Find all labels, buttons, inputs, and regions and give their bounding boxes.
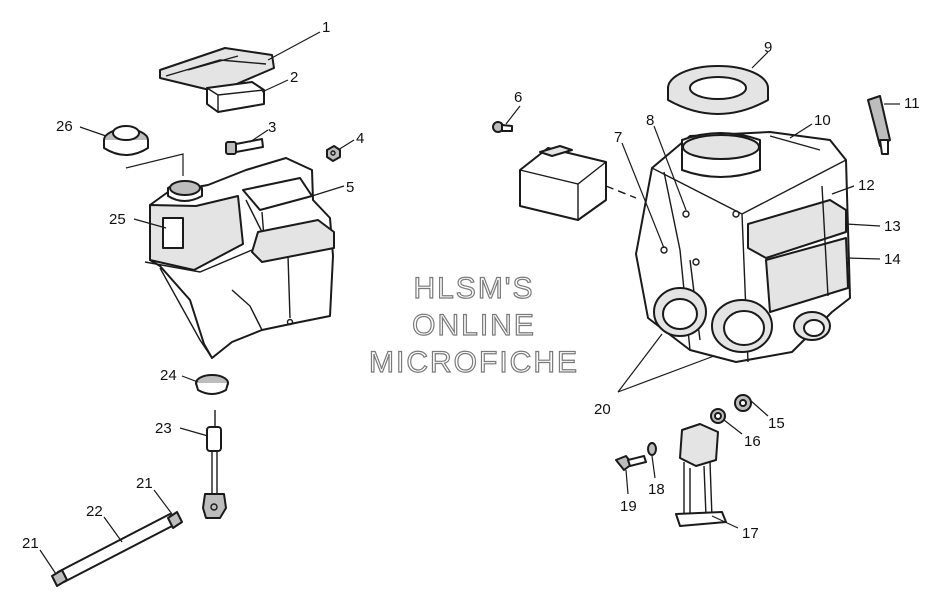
callout-17: 17 — [742, 525, 759, 542]
callout-6: 6 — [514, 89, 522, 106]
part-16-washer — [710, 408, 743, 435]
module-box — [519, 145, 637, 221]
callout-1: 1 — [322, 19, 330, 36]
part-24-grommet — [181, 374, 229, 395]
callout-21-lower: 21 — [22, 535, 39, 552]
part-4-nut — [326, 139, 355, 162]
callout-8: 8 — [646, 112, 654, 129]
part-23-level-sender — [179, 410, 227, 519]
callout-11: 11 — [904, 95, 920, 112]
callout-labels: 1 2 3 4 5 26 25 24 23 21 22 21 6 7 8 9 1… — [22, 19, 920, 552]
callout-9: 9 — [764, 39, 772, 56]
callout-12: 12 — [858, 177, 875, 194]
callout-16: 16 — [744, 433, 761, 450]
part-6-screw — [492, 105, 521, 133]
part-17-strap — [675, 423, 739, 529]
callout-10: 10 — [814, 112, 831, 129]
callout-25: 25 — [109, 211, 126, 228]
callout-23: 23 — [155, 420, 172, 437]
part-9-seal-ring — [667, 51, 769, 115]
callout-26: 26 — [56, 118, 73, 135]
watermark-line-1: HLSM'S — [413, 272, 534, 305]
air-box — [635, 131, 851, 363]
part-25-reservoir-tank — [133, 157, 345, 359]
part-1-tank-cover — [159, 31, 321, 93]
callout-18: 18 — [648, 481, 665, 498]
callout-24: 24 — [160, 367, 177, 384]
part-11-clip — [867, 95, 900, 155]
airbox-leaders — [617, 123, 881, 393]
callout-2: 2 — [290, 69, 298, 86]
part-26-tank-cap — [79, 125, 184, 176]
callout-19: 19 — [620, 498, 637, 515]
callout-21-upper: 21 — [136, 475, 153, 492]
part-18-washer — [647, 442, 657, 479]
callout-15: 15 — [768, 415, 785, 432]
callout-5: 5 — [346, 179, 354, 196]
part-2-foam-pad — [206, 79, 289, 113]
watermark: HLSM'S ONLINE MICROFICHE — [368, 271, 579, 379]
callout-20: 20 — [594, 401, 611, 418]
part-21-clamp-upper — [153, 489, 183, 529]
watermark-line-2: ONLINE — [412, 309, 536, 342]
callout-14: 14 — [884, 251, 901, 268]
callout-3: 3 — [268, 119, 276, 136]
part-3-bolt — [225, 129, 269, 155]
callout-4: 4 — [356, 130, 364, 147]
part-15-nut — [734, 394, 769, 417]
callout-13: 13 — [884, 218, 901, 235]
part-22-hose — [57, 513, 177, 583]
part-19-bolt — [615, 455, 647, 495]
callout-22: 22 — [86, 503, 103, 520]
callout-7: 7 — [614, 129, 622, 146]
part-21-clamp-lower — [39, 549, 68, 587]
watermark-line-3: MICROFICHE — [369, 346, 579, 379]
